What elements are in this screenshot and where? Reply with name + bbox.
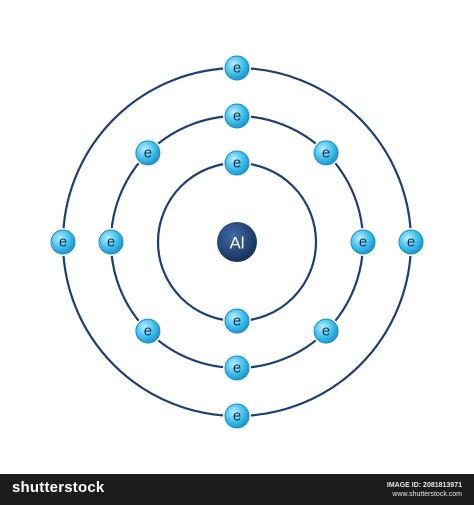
electron-shell3-3: e xyxy=(223,402,251,430)
electron-label: e xyxy=(233,360,241,377)
electron-label: e xyxy=(359,234,367,251)
electron-shell3-1: e xyxy=(223,54,251,82)
electron-circle xyxy=(313,140,339,166)
electron-shell2-6: e xyxy=(133,317,162,346)
electron-circle xyxy=(224,55,250,81)
electron-shell1-2: e xyxy=(223,307,251,335)
electron-label: e xyxy=(322,144,330,161)
image-id-label: IMAGE ID: 2081813971 xyxy=(386,482,462,489)
electron-label: e xyxy=(107,234,115,251)
bohr-model-diagram: Al e e e e e e e e e e e e e e xyxy=(49,54,425,430)
electron-circle xyxy=(224,103,250,129)
nucleus: Al xyxy=(217,222,257,262)
electron-shell1-1: e xyxy=(223,149,251,177)
footer-logo: shutterstock xyxy=(12,479,105,496)
electron-circle xyxy=(224,403,250,429)
electron-label: e xyxy=(233,108,241,125)
footer-bar: shutterstock IMAGE ID: 2081813971 www.sh… xyxy=(0,474,474,505)
electron-circle xyxy=(350,229,376,255)
electron-shell2-8: e xyxy=(133,138,162,167)
electron-shell2-2: e xyxy=(312,138,341,167)
electron-circle xyxy=(50,229,76,255)
electrons: e e e e e e e e e e e e e e xyxy=(49,54,425,430)
nucleus-circle xyxy=(217,222,257,262)
electron-circle xyxy=(224,355,250,381)
electron-circle xyxy=(313,318,339,344)
electron-label: e xyxy=(407,234,415,251)
electron-shell3-2: e xyxy=(397,228,425,256)
footer-info: IMAGE ID: 2081813971 www.shutterstock.co… xyxy=(387,481,462,499)
electron-circle xyxy=(135,318,161,344)
electron-label: e xyxy=(144,323,152,340)
electron-circle xyxy=(98,229,124,255)
electron-label: e xyxy=(144,144,152,161)
electron-label: e xyxy=(59,234,67,251)
electron-shell2-5: e xyxy=(223,354,251,382)
electron-label: e xyxy=(233,60,241,77)
electron-circle xyxy=(224,308,250,334)
electron-shell2-7: e xyxy=(97,228,125,256)
electron-circle xyxy=(224,150,250,176)
electron-label: e xyxy=(233,155,241,172)
site-url: www.shutterstock.com xyxy=(392,491,462,498)
electron-shell3-4: e xyxy=(49,228,77,256)
electron-shell2-4: e xyxy=(312,317,341,346)
electron-circle xyxy=(398,229,424,255)
electron-shell2-1: e xyxy=(223,102,251,130)
electron-circle xyxy=(135,140,161,166)
electron-label: e xyxy=(233,408,241,425)
nucleus-label: Al xyxy=(229,234,244,253)
electron-shell2-3: e xyxy=(349,228,377,256)
electron-label: e xyxy=(322,323,330,340)
electron-label: e xyxy=(233,313,241,330)
